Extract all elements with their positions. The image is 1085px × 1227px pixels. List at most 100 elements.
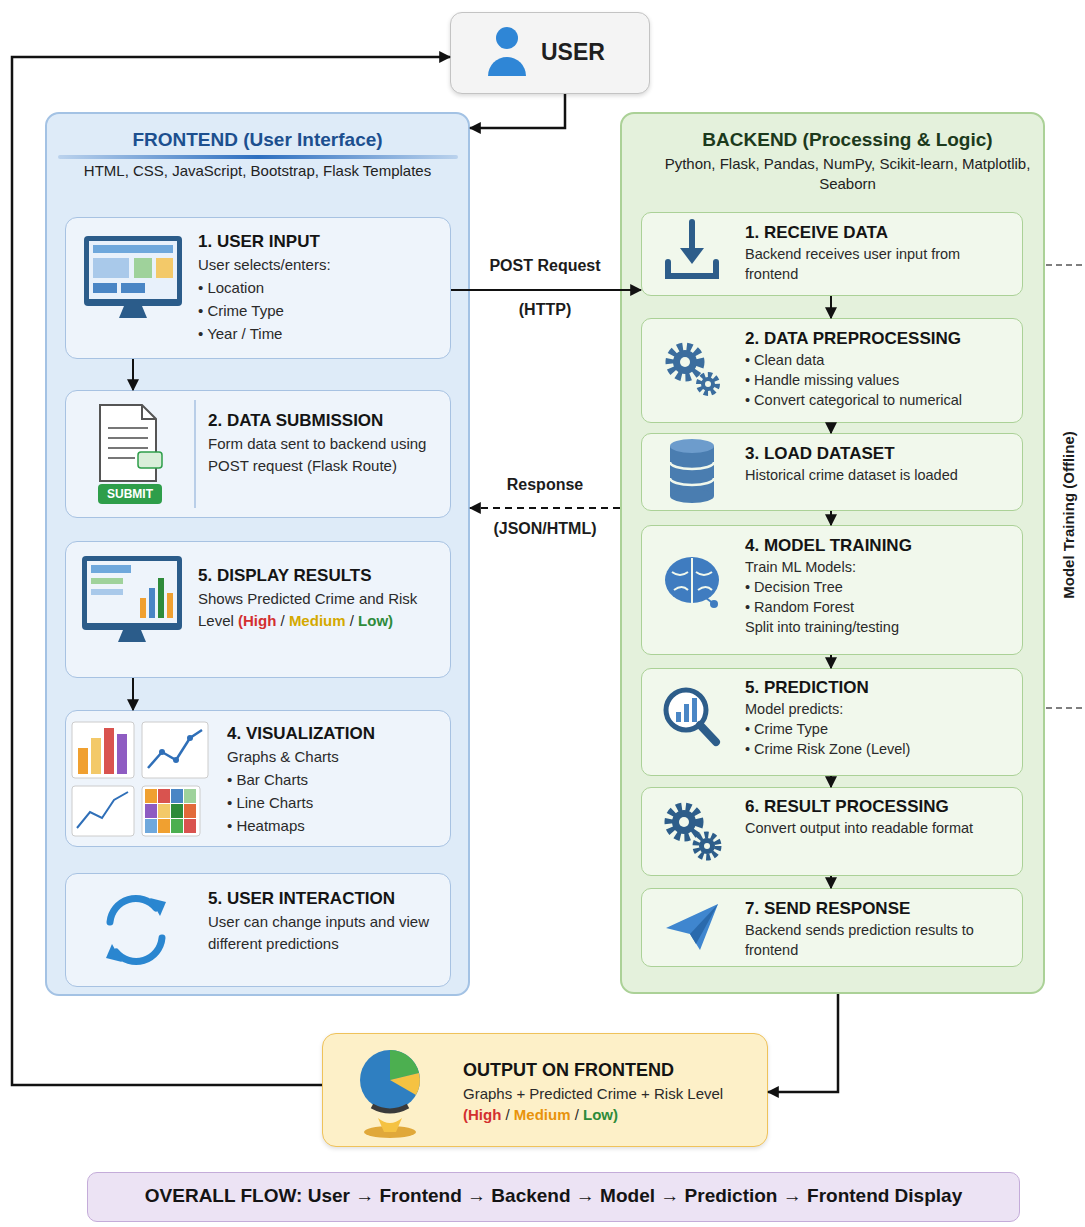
text-column: OUTPUT ON FRONTENDGraphs + Predicted Cri… (463, 1058, 753, 1125)
gears-icon-part (670, 347, 700, 377)
chart-icons-part (77, 792, 128, 828)
badge-holder: SUBMIT (98, 484, 162, 504)
body-text: • Decision Tree (745, 577, 1012, 597)
body-text: Graphs & Charts (227, 746, 440, 768)
download-icon-part (680, 248, 704, 264)
text-run: Crime (597, 1085, 637, 1102)
body-text: • Random Forest (745, 597, 1012, 617)
process-box: 4. VISUALIZATIONGraphs & Charts• Bar Cha… (65, 710, 451, 847)
heatmap-icon (142, 786, 200, 836)
edge-label-holder: POST Request (489, 257, 600, 275)
gears-icon-part (699, 375, 717, 393)
connector-arrow (470, 94, 565, 128)
database-icon (670, 439, 714, 503)
protocol-note: (JSON/HTML) (493, 520, 596, 538)
text-column: 1. USER INPUTUser selects/enters:• Locat… (198, 230, 440, 345)
text-column: 2. DATA SUBMISSIONForm data sent to back… (208, 409, 440, 477)
text-column: 3. LOAD DATASETHistorical crime dataset … (745, 442, 1012, 485)
text-column: 5. PREDICTIONModel predicts:• Crime Type… (745, 676, 1012, 759)
refresh-icon-part (150, 898, 166, 916)
body-text: User selects/enters: (198, 254, 440, 276)
results-monitor-icon-part (91, 578, 123, 584)
document-icon-part (194, 400, 196, 508)
document-icon-part (108, 457, 135, 459)
user-icon-part (496, 27, 518, 49)
body-text: Split into training/testing (745, 617, 1012, 637)
heading: USER (541, 39, 639, 66)
body-text: • Location (198, 277, 440, 299)
text-run: and (359, 590, 384, 607)
results-monitor-icon-part (140, 598, 146, 618)
body-text: • Crime Risk Zone (Level) (745, 739, 1012, 759)
text-column: 5. USER INTERACTIONUser can change input… (208, 887, 440, 955)
chart-icons-part (78, 748, 88, 774)
form-monitor-icon-part (93, 283, 117, 293)
refresh-icon-part (116, 938, 162, 962)
pie-chart-icon-part (360, 1050, 420, 1110)
flow-band: OVERALL FLOW: User → Frontend → Backend … (87, 1172, 1020, 1222)
heatmap-icon-part (184, 819, 196, 833)
label-holder: (JSON/HTML) (493, 520, 596, 538)
results-monitor-icon-part (118, 630, 146, 642)
heatmap-icon-part (184, 804, 196, 818)
connector-arrow (451, 289, 641, 291)
title-underline (58, 155, 458, 159)
process-box: 2. DATA SUBMISSIONForm data sent to back… (65, 390, 451, 518)
gears-icon-2-part (679, 817, 689, 827)
magnifier-icon-part (684, 704, 689, 722)
process-box: 5. USER INTERACTIONUser can change input… (65, 873, 451, 987)
brain-icon-part (710, 600, 718, 608)
body-text: User can change inputs and view differen… (208, 911, 440, 955)
text-run: / (350, 612, 354, 629)
results-monitor-icon-part (82, 556, 182, 630)
edge-label: POST Request (489, 257, 600, 275)
process-box: 5. PREDICTIONModel predicts:• Crime Type… (641, 668, 1023, 776)
gears-icon-part (680, 357, 690, 367)
brain-icon (665, 557, 719, 608)
text-run: Crime (315, 590, 355, 607)
paper-plane-icon-part (690, 904, 718, 944)
text-run: / (575, 1106, 579, 1123)
text-run: Risk (654, 1085, 683, 1102)
label-holder: (HTTP) (519, 301, 571, 319)
body-text: HTML, CSS, JavaScript, Bootstrap, Flask … (57, 161, 458, 181)
document-icon-part (108, 427, 148, 429)
text-run: (High (463, 1106, 501, 1123)
protocol-note: (HTTP) (519, 301, 571, 319)
text-run: Predicted (247, 590, 310, 607)
text-run: + (641, 1085, 650, 1102)
body-text: Backend receives user input from fronten… (745, 244, 1012, 284)
connector-arrow (830, 423, 832, 433)
heading: 3. LOAD DATASET (745, 442, 1012, 465)
text-column: USER (541, 39, 639, 66)
gears-icon-2-part (696, 835, 718, 857)
connector-arrow (830, 655, 832, 668)
body-text: Model predicts: (745, 699, 1012, 719)
results-monitor-icon-part (91, 589, 123, 595)
chart-icons-part (104, 728, 114, 774)
database-icon-part (670, 478, 714, 485)
heatmap-icon-part (158, 804, 170, 818)
text-run: Medium (289, 612, 346, 629)
heatmap-icon-part (171, 804, 183, 818)
body-text: • Year / Time (198, 323, 440, 345)
body-text: • Crime Type (198, 300, 440, 322)
form-monitor-icon-part (89, 241, 177, 299)
process-box: 3. LOAD DATASETHistorical crime dataset … (641, 433, 1023, 511)
download-icon-part (668, 262, 716, 276)
body-text: • Bar Charts (227, 769, 440, 791)
user-icon (488, 27, 526, 76)
heading: 2. DATA SUBMISSION (208, 409, 440, 432)
text-column: FRONTEND (User Interface)HTML, CSS, Java… (57, 129, 458, 181)
heatmap-icon-part (171, 789, 183, 803)
heading: 2. DATA PREPROCESSING (745, 327, 1012, 350)
connector-arrow (830, 776, 832, 787)
text-run: / (281, 612, 285, 629)
pie-chart-icon-part (390, 1050, 419, 1080)
process-box: 7. SEND RESPONSEBackend sends prediction… (641, 888, 1023, 967)
magnifier-icon-part (676, 712, 681, 722)
document-icon-part (100, 405, 156, 481)
form-monitor-icon-part (134, 258, 152, 278)
